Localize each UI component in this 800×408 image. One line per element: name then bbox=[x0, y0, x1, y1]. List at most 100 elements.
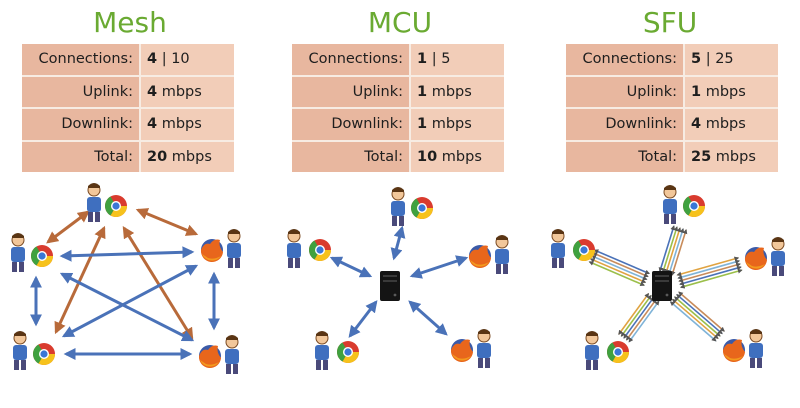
participant-bottom-right bbox=[450, 328, 492, 369]
stats-label: Total: bbox=[292, 140, 411, 172]
server-icon bbox=[380, 271, 400, 301]
stats-label: Downlink: bbox=[566, 108, 685, 142]
arrow-top-bottomleft bbox=[54, 225, 106, 335]
stats-label: Connections: bbox=[292, 44, 411, 77]
participant-left bbox=[10, 232, 53, 273]
mesh-arrows bbox=[30, 208, 220, 360]
participant-right bbox=[468, 234, 510, 275]
stats-row-downlink: Downlink: 1 mbps bbox=[292, 108, 504, 142]
panel-title-sfu: SFU bbox=[642, 6, 698, 39]
sfu-stream-arrow bbox=[674, 296, 721, 337]
stats-row-uplink: Uplink: 1 mbps bbox=[292, 75, 504, 109]
participant-bottom-left bbox=[584, 330, 629, 371]
mcu-server bbox=[380, 271, 400, 301]
arrow-server-top bbox=[390, 225, 406, 261]
stats-label: Connections: bbox=[566, 44, 685, 77]
arrow-server-bottomleft bbox=[348, 300, 378, 338]
arrow-server-left bbox=[329, 256, 373, 278]
stats-suffix: | 5 bbox=[427, 51, 451, 68]
stats-label: Downlink: bbox=[292, 108, 411, 142]
stats-row-downlink: Downlink: 4 mbps bbox=[566, 108, 778, 142]
sfu-stream-arrow bbox=[670, 228, 688, 277]
sfu-stream-arrow bbox=[618, 292, 650, 335]
stats-label: Uplink: bbox=[292, 75, 411, 109]
participant-top bbox=[390, 186, 433, 227]
participant-top bbox=[662, 184, 705, 225]
stats-value: 1 bbox=[417, 83, 428, 100]
sfu-stream-arrow bbox=[679, 268, 743, 289]
participant-right bbox=[200, 228, 242, 269]
stats-row-connections: Connections: 4 | 10 bbox=[22, 44, 234, 77]
stats-row-total: Total: 10 mbps bbox=[292, 140, 504, 172]
stats-label: Uplink: bbox=[22, 75, 141, 109]
sfu-stream-arrow bbox=[625, 298, 657, 341]
stats-suffix: mbps bbox=[157, 116, 202, 133]
stats-label: Uplink: bbox=[566, 75, 685, 109]
stats-suffix: mbps bbox=[427, 83, 472, 100]
sfu-arrows bbox=[588, 225, 743, 343]
arrow-top-right bbox=[135, 208, 199, 236]
stats-row-connections: Connections: 5 | 25 bbox=[566, 44, 778, 77]
stats-value: 1 bbox=[417, 116, 428, 133]
stats-value: 25 bbox=[691, 148, 712, 165]
sfu-server bbox=[652, 271, 672, 301]
stats-label: Connections: bbox=[22, 44, 141, 77]
stats-value: 1 bbox=[417, 51, 428, 68]
stats-suffix: mbps bbox=[701, 116, 746, 133]
stats-suffix: mbps bbox=[711, 148, 756, 165]
sfu-stream-arrow bbox=[592, 252, 649, 278]
stats-suffix: | 10 bbox=[157, 51, 190, 68]
stats-label: Downlink: bbox=[22, 108, 141, 142]
arrow-left-right bbox=[59, 246, 195, 262]
stats-row-uplink: Uplink: 4 mbps bbox=[22, 75, 234, 109]
sfu-stream-arrow bbox=[589, 258, 647, 284]
stats-suffix: mbps bbox=[157, 83, 202, 100]
stats-value: 4 bbox=[147, 83, 158, 100]
stats-value: 4 bbox=[147, 116, 158, 133]
mcu-arrows bbox=[329, 225, 469, 338]
stats-row-uplink: Uplink: 1 mbps bbox=[566, 75, 778, 109]
participant-bottom-right bbox=[722, 328, 764, 369]
participant-right bbox=[744, 236, 786, 277]
stats-suffix: mbps bbox=[701, 83, 746, 100]
arrow-server-right bbox=[409, 255, 469, 279]
sfu-stream-arrow bbox=[628, 300, 660, 343]
participant-left bbox=[550, 228, 595, 269]
sfu-network-diagram bbox=[550, 184, 786, 371]
mcu-network-diagram bbox=[286, 186, 510, 371]
stats-label: Total: bbox=[22, 140, 141, 172]
arrow-top-left bbox=[46, 210, 90, 244]
stats-value: 10 bbox=[417, 148, 438, 165]
participant-bottom-right bbox=[198, 334, 240, 375]
arrow-server-bottomright bbox=[408, 300, 448, 336]
stats-row-total: Total: 20 mbps bbox=[22, 140, 234, 172]
panel-title-mesh: Mesh bbox=[93, 6, 167, 39]
participant-left bbox=[286, 228, 331, 269]
panel-title-mcu: MCU bbox=[367, 6, 433, 39]
sfu-stream-arrow bbox=[623, 296, 655, 339]
sfu-panel: SFU Connections: 5 | 25 Uplink: 1 mbps D… bbox=[540, 0, 800, 408]
participant-bottom-left bbox=[12, 330, 55, 371]
stats-suffix: | 25 bbox=[701, 51, 734, 68]
stats-suffix: mbps bbox=[437, 148, 482, 165]
mesh-panel: Mesh Connections: 4 | 10 Uplink: 4 mbps … bbox=[0, 0, 260, 408]
mcu-panel: MCU Connections: 1 | 5 Uplink: 1 mbps Do… bbox=[270, 0, 530, 408]
stats-row-total: Total: 25 mbps bbox=[566, 140, 778, 172]
participant-bottom-left bbox=[314, 330, 359, 371]
sfu-stream-arrow bbox=[588, 261, 645, 287]
stats-value: 5 bbox=[691, 51, 702, 68]
mesh-network-diagram bbox=[10, 182, 242, 375]
stats-value: 4 bbox=[691, 116, 702, 133]
stats-row-connections: Connections: 1 | 5 bbox=[292, 44, 504, 77]
participant-top bbox=[86, 182, 127, 223]
stats-suffix: mbps bbox=[167, 148, 212, 165]
stats-row-downlink: Downlink: 4 mbps bbox=[22, 108, 234, 142]
server-icon bbox=[652, 271, 672, 301]
sfu-stream-arrow bbox=[591, 255, 648, 281]
stats-table-mesh: Connections: 4 | 10 Uplink: 4 mbps Downl… bbox=[22, 44, 234, 172]
sfu-stream-arrow bbox=[593, 249, 651, 275]
arrow-right-bottomleft bbox=[61, 264, 199, 338]
stats-suffix: mbps bbox=[427, 116, 472, 133]
stats-label: Total: bbox=[566, 140, 685, 172]
stats-value: 4 bbox=[147, 51, 158, 68]
